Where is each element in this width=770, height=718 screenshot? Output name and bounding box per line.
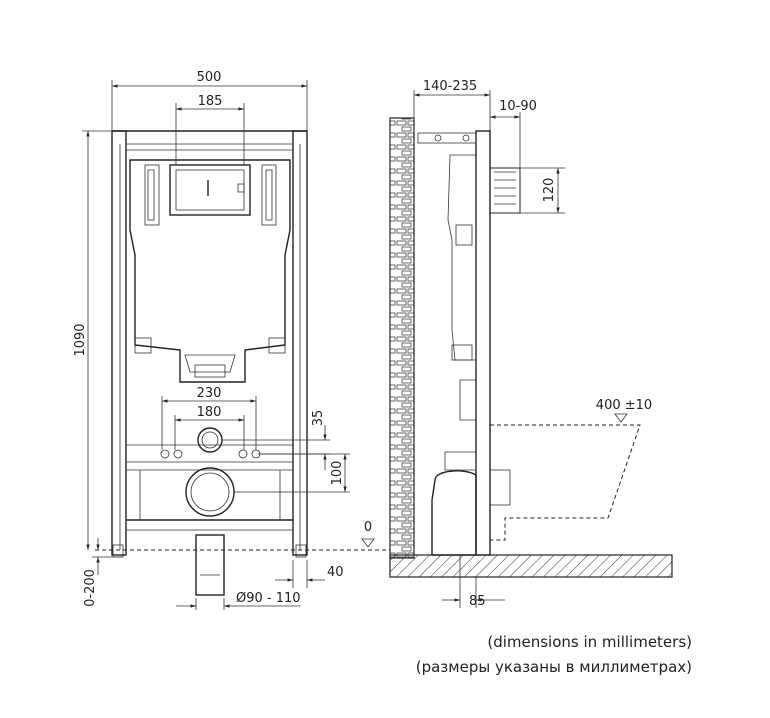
- dim-cistern-height: 120: [542, 178, 557, 203]
- dim-mount-spacing: 185: [198, 94, 223, 109]
- cistern-body: [129, 159, 291, 383]
- side-drain-elbow: [431, 470, 477, 556]
- drain-pipe: [185, 467, 235, 517]
- dim-width: 500: [197, 70, 222, 85]
- brick-wall: [389, 117, 415, 559]
- units-note-russian: (размеры указаны в миллиметрах): [415, 658, 692, 676]
- dim-depth-range: 140-235: [423, 79, 477, 94]
- toilet-bowl-outline: [490, 424, 641, 541]
- drain-stub: [195, 534, 225, 596]
- dim-stud-outer: 230: [197, 386, 222, 401]
- floor-level-label: 0: [364, 520, 372, 535]
- dim-pipe-diameter: Ø90 - 110: [236, 591, 301, 606]
- dim-drain: 100: [330, 461, 345, 486]
- side-frame: [475, 130, 491, 556]
- units-note-english: (dimensions in millimeters): [487, 633, 692, 651]
- side-view: 140-235 10-90 120 400 ±10 85: [389, 79, 673, 609]
- dim-height: 1090: [73, 323, 88, 356]
- dim-leg-offset: 40: [327, 565, 344, 580]
- dim-drain-distance: 85: [469, 594, 486, 609]
- frame-left-post: [111, 130, 127, 556]
- cistern-projection: [489, 167, 521, 214]
- flush-opening: [169, 164, 251, 216]
- dim-cistern-projection: 10-90: [499, 99, 537, 114]
- front-view: 500 185 1090 230 180 35 100 0: [73, 70, 395, 610]
- floor-slab: [389, 554, 673, 578]
- dim-drain-top: 35: [311, 410, 326, 427]
- dim-bowl-height: 400 ±10: [596, 398, 652, 413]
- dim-leg-adjust: 0-200: [83, 569, 98, 607]
- dim-stud-inner: 180: [197, 405, 222, 420]
- side-cistern: [447, 154, 477, 361]
